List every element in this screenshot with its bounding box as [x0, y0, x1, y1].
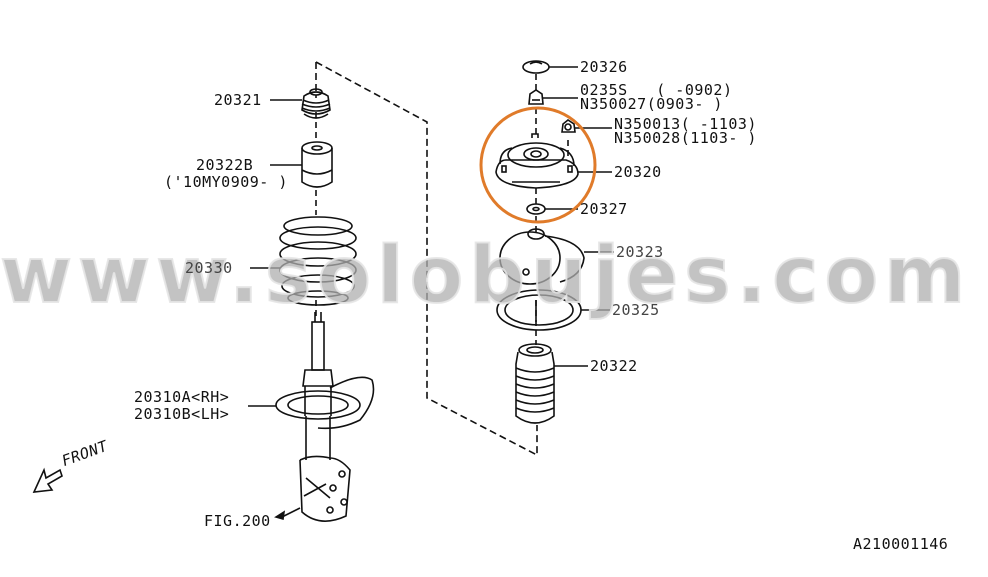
part-label-20322B-note: ('10MY0909- ): [164, 173, 288, 191]
spring-seat-20323: [499, 228, 585, 285]
part-label-20322B[interactable]: 20322B: [196, 156, 254, 174]
washer-20327: [526, 203, 546, 215]
part-label-20310A[interactable]: 20310A<RH>: [134, 388, 230, 406]
highlight-circle: [479, 106, 597, 224]
part-label-20310B[interactable]: 20310B<LH>: [134, 405, 230, 423]
strut-mount-20320: [495, 133, 579, 189]
part-label-20327[interactable]: 20327: [580, 200, 628, 218]
part-label-20321[interactable]: 20321: [214, 91, 262, 109]
figure-ref-label[interactable]: FIG.200: [204, 512, 271, 530]
part-label-20326[interactable]: 20326: [580, 58, 628, 76]
dust-boot-20322: [515, 343, 555, 424]
nut-0235S: [528, 89, 544, 105]
rubber-seat-20325: [496, 289, 582, 331]
part-label-20320[interactable]: 20320: [614, 163, 662, 181]
diagram-id: A210001146: [853, 535, 949, 553]
part-label-N350013[interactable]: N350013( -1103): [614, 115, 757, 133]
part-label-N350027[interactable]: N350027(0903- ): [580, 95, 723, 113]
part-label-20323[interactable]: 20323: [616, 243, 664, 261]
part-label-0235S[interactable]: 0235S ( -0902): [580, 81, 733, 99]
left-leader-lines: [248, 99, 302, 521]
bump-stop-20321: [301, 88, 331, 119]
cap-20326: [522, 60, 550, 74]
part-label-20330[interactable]: 20330: [185, 259, 233, 277]
nut-N350013: [561, 119, 576, 133]
coil-spring-20330: [279, 216, 357, 306]
part-label-N350028[interactable]: N350028(1103- ): [614, 129, 757, 147]
front-arrow-icon: [32, 467, 63, 493]
part-label-20325[interactable]: 20325: [612, 301, 660, 319]
assembly-dashed-outline: [315, 61, 538, 457]
bushing-20322B: [301, 141, 333, 188]
part-label-20322[interactable]: 20322: [590, 357, 638, 375]
strut-20310: [275, 312, 375, 522]
